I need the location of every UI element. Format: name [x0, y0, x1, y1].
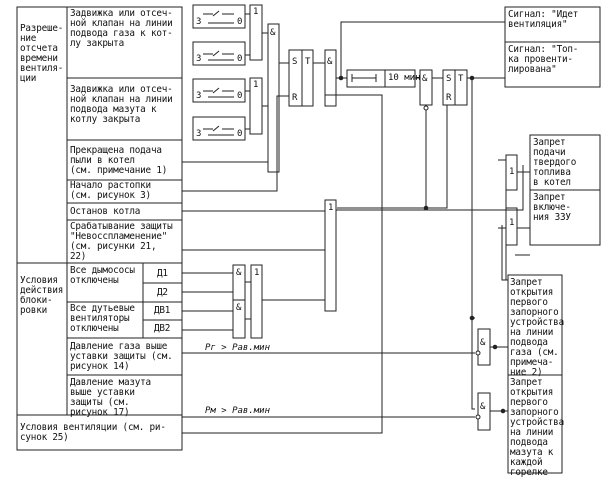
boiler-shutdown: Останов котла	[70, 206, 141, 217]
group-blocking-conditions: Условия действия блоки- ровки	[20, 275, 64, 316]
trigger-t: T	[458, 74, 464, 84]
or-gate: 1	[254, 268, 260, 278]
exhauster-d1: Д1	[157, 268, 168, 279]
and-gate: &	[270, 28, 276, 38]
blower-fans-off: Все дутьевые вентиляторы отключены	[70, 303, 135, 334]
or-gate: 1	[328, 203, 334, 213]
signal-ventilation-running: Сигнал: "Идет вентиляция"	[508, 9, 579, 30]
and-gate: &	[236, 303, 242, 313]
ventilation-conditions: Условия вентиляции (см. ри- сунок 25)	[20, 422, 166, 443]
trigger-t: T	[305, 57, 311, 67]
switch-label-3: 3	[196, 17, 202, 27]
switch-label-3: 3	[196, 129, 202, 139]
timer-10-min: 10 мин	[388, 73, 421, 83]
switch-label-0: 0	[237, 17, 243, 27]
trigger-set: S	[292, 57, 298, 67]
switch-label-0: 0	[237, 54, 243, 64]
trigger-reset: R	[292, 93, 298, 103]
gas-valve-open-ban: Запрет открытия первого запорного устрой…	[510, 277, 564, 378]
oil-pressure-signal: Pм > Pав.мин	[205, 406, 271, 416]
or-gate: 1	[509, 218, 515, 228]
or-gate: 1	[253, 80, 259, 90]
switch-label-0: 0	[237, 129, 243, 139]
switch-label-3: 3	[196, 91, 202, 101]
gas-valve-closed: Задвижка или отсеч- ной клапан на линии …	[70, 8, 173, 49]
switch-label-3: 3	[196, 54, 202, 64]
zzu-ban: Запрет включе- ния ЗЗУ	[533, 192, 571, 223]
oil-valve-open-ban: Запрет открытия первого запорного устрой…	[510, 377, 564, 478]
condition-table-frame	[16, 6, 183, 451]
solid-fuel-ban: Запрет подачи твердого топлива в котел	[533, 137, 577, 188]
fan-dv2: ДВ2	[154, 323, 171, 334]
or-gate: 1	[509, 167, 515, 177]
oil-pressure-above: Давление мазута выше уставки защиты (см.…	[70, 377, 151, 418]
exhauster-d2: Д2	[157, 287, 168, 298]
and-gate: &	[327, 57, 333, 67]
trigger-reset: R	[446, 93, 452, 103]
switch-label-0: 0	[237, 91, 243, 101]
group-ventilation-permission: Разреше- ние отсчета времени вентиля- ци…	[20, 23, 64, 84]
switch-contacts	[192, 4, 250, 141]
no-ignition-protection: Срабатывание защиты "Невосспламенение" (…	[70, 221, 173, 262]
smoke-exhausters-off: Все дымососы отключены	[70, 265, 135, 286]
start-of-kindling: Начало растопки (см. рисунок 3)	[70, 180, 151, 201]
and-gate: &	[480, 402, 486, 412]
gas-pressure-above: Давление газа выше уставки защиты (см. р…	[70, 341, 173, 372]
trigger-set: S	[446, 74, 452, 84]
gas-pressure-signal: Pг > Pав.мин	[205, 343, 271, 353]
oil-valve-closed: Задвижка или отсеч- ной клапан на линии …	[70, 84, 173, 125]
dust-feed-stopped: Прекращена подача пыли в котел (см. прим…	[70, 145, 168, 176]
fan-dv1: ДВ1	[154, 305, 171, 316]
and-gate: &	[480, 338, 486, 348]
and-gate: &	[422, 74, 428, 84]
or-gate: 1	[253, 7, 259, 17]
signal-furnace-ventilated: Сигнал: "Топ- ка провенти- лирована"	[508, 44, 579, 75]
and-gate: &	[236, 268, 242, 278]
